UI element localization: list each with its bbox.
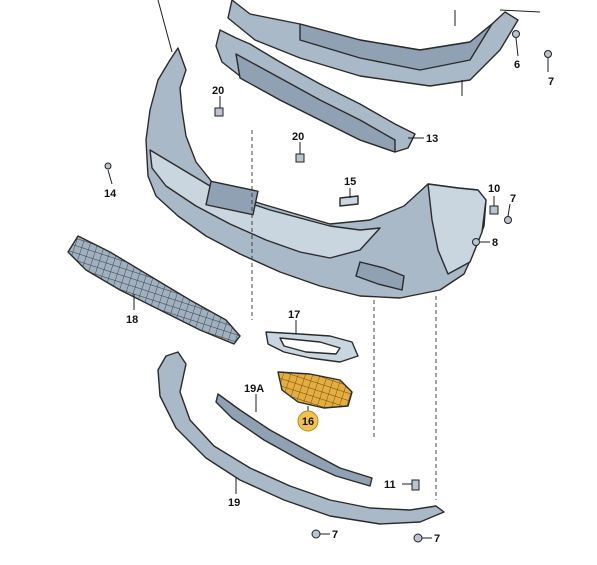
clip-20-mid (295, 142, 305, 163)
leader-main (157, 0, 173, 53)
lower-spoiler (157, 351, 445, 525)
highlight-badge-16: 16 (297, 410, 319, 432)
label-7-bottom-right: 7 (434, 533, 440, 545)
lower-grille (67, 235, 241, 345)
screw-8 (472, 238, 490, 246)
label-7-bottom-left: 7 (332, 529, 338, 541)
label-19: 19 (228, 497, 240, 509)
label-13: 13 (426, 133, 438, 145)
label-20-mid: 20 (292, 131, 304, 143)
impact-absorber (215, 29, 416, 153)
clip-20-top (214, 96, 224, 117)
label-6: 6 (514, 59, 520, 71)
bumper-cover (145, 47, 487, 299)
label-8: 8 (492, 237, 498, 249)
label-11: 11 (384, 479, 396, 491)
screw-7-bottom-right (413, 533, 432, 543)
screw-14 (104, 162, 113, 185)
screw-7-top (544, 50, 552, 72)
label-15: 15 (344, 176, 356, 188)
screw-6 (512, 30, 520, 57)
label-16: 16 (302, 416, 314, 428)
cover-cap-15 (339, 195, 359, 207)
label-17: 17 (288, 309, 300, 321)
label-14: 14 (104, 188, 117, 200)
label-19A: 19A (244, 383, 264, 395)
label-7-right: 7 (510, 193, 516, 205)
screw-7-bottom-left (311, 529, 330, 539)
label-20-top: 20 (212, 85, 224, 97)
upper-carrier-panel (227, 0, 541, 96)
label-18: 18 (126, 314, 138, 326)
label-7-top: 7 (548, 76, 554, 88)
fog-lamp-frame (265, 331, 359, 363)
fog-lamp-grille-highlighted (277, 371, 353, 409)
screw-7-right (504, 203, 512, 224)
label-10: 10 (488, 183, 500, 195)
clip-11 (402, 479, 420, 491)
trim-strip (215, 393, 373, 487)
screw-10 (489, 196, 499, 215)
